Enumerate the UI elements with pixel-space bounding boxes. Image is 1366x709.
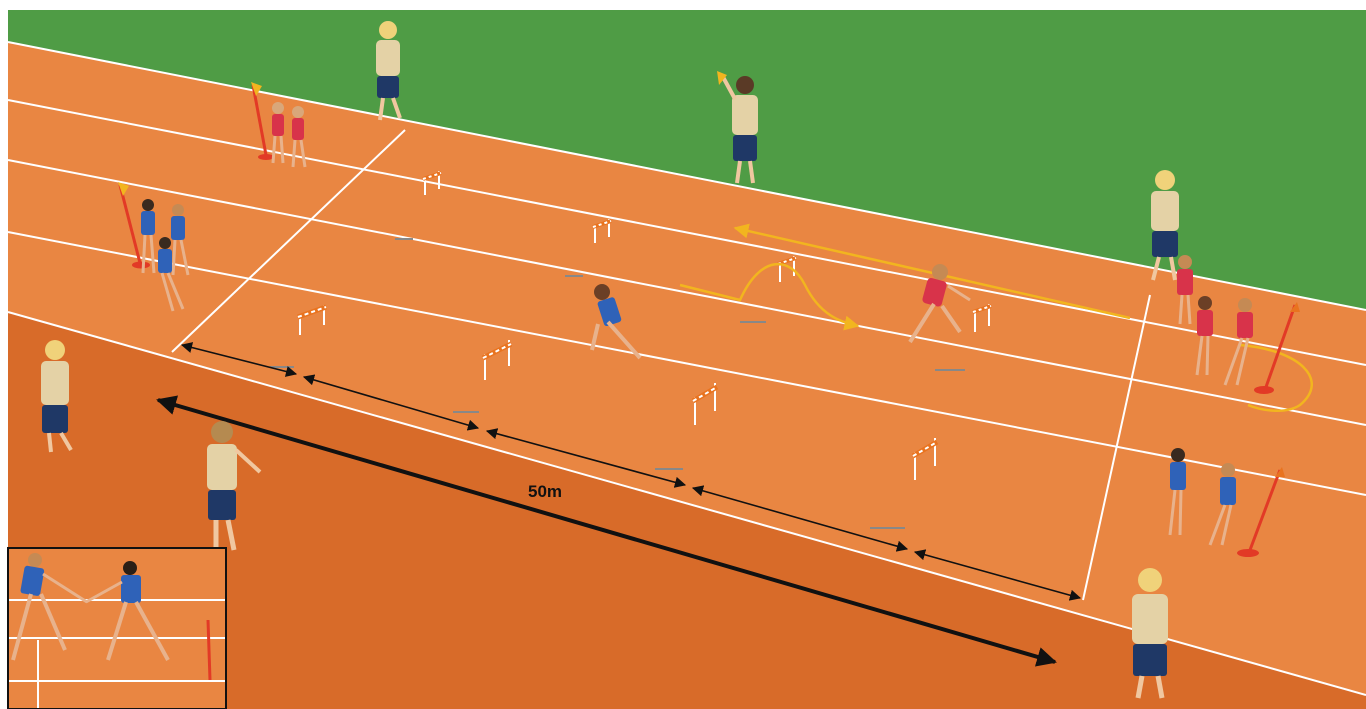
cone-flag-icon xyxy=(208,620,210,680)
distance-label: 50m xyxy=(528,482,562,501)
baton-pass-inset xyxy=(8,548,226,709)
